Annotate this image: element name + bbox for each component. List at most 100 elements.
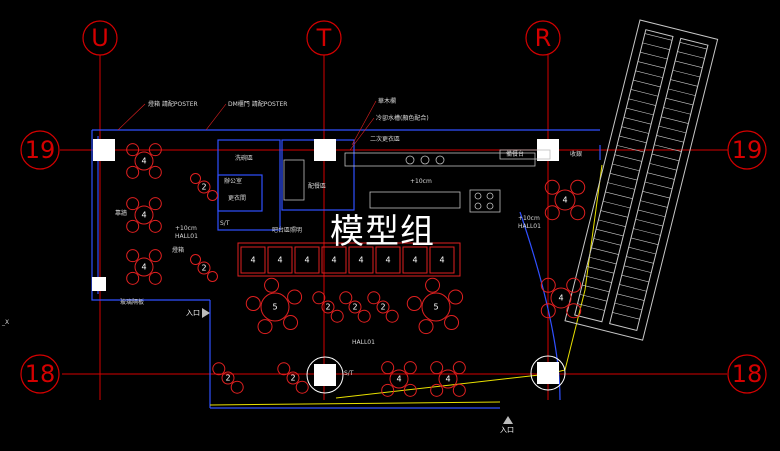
label-top-right-3: 二次更衣區 — [370, 135, 400, 143]
grid-label-19-right: 19 — [732, 136, 763, 164]
table-top — [286, 371, 300, 385]
booth-seat-number: 4 — [439, 256, 444, 265]
escalator-step — [612, 312, 640, 320]
leader-2 — [205, 103, 227, 131]
service-counter — [499, 149, 551, 160]
table-top — [134, 151, 154, 171]
escalator-step — [679, 41, 708, 50]
chair — [245, 296, 261, 312]
escalator-step — [663, 107, 691, 115]
table-round-right: 5 — [406, 277, 464, 335]
booth-seat — [240, 246, 266, 274]
grid-label-r: R — [535, 24, 552, 52]
chair — [148, 219, 162, 233]
label-x-marker: _X — [1, 319, 9, 326]
escalator-step — [651, 153, 680, 162]
grid-label-19-left: 19 — [25, 136, 56, 164]
columns — [92, 139, 559, 386]
prep-rack — [283, 159, 305, 201]
escalator-step — [644, 181, 673, 190]
escalator-step — [658, 125, 687, 134]
label-level-2: +10cm — [175, 225, 197, 232]
escalator-step — [677, 51, 705, 59]
escalator-step — [619, 135, 647, 144]
table-seat-number: 2 — [201, 183, 206, 192]
escalator-step — [596, 228, 624, 237]
label-top-left-1: 燈箱 請配POSTER — [148, 100, 198, 108]
table-seat-number: 2 — [290, 374, 295, 383]
grid-label-u: U — [91, 24, 109, 52]
kitchen-counter — [344, 152, 536, 167]
chair — [148, 165, 162, 179]
escalator-step — [630, 237, 659, 245]
column-u-mid — [92, 277, 106, 291]
bar-counter — [369, 191, 461, 209]
escalator-step — [637, 61, 666, 69]
escalator-step — [621, 274, 649, 283]
chair — [425, 277, 441, 293]
chair — [570, 179, 586, 195]
booth-seat-number: 4 — [331, 256, 336, 265]
booth-seat — [375, 246, 401, 274]
booth-seat — [321, 246, 347, 274]
table-mid-1: 2 — [312, 291, 344, 323]
table-top — [550, 287, 572, 309]
grid-bubble-19-right — [727, 130, 767, 170]
table-seat-number: 4 — [141, 157, 146, 166]
table-seat-number: 4 — [445, 375, 450, 384]
escalator-step — [640, 51, 668, 60]
chair — [148, 271, 162, 285]
grid-lines — [60, 55, 728, 400]
grid-bubble-19-left — [20, 130, 60, 170]
escalator-step — [626, 256, 654, 264]
escalator-lane-1 — [574, 29, 674, 323]
chair — [126, 143, 140, 157]
burner-2 — [486, 192, 494, 200]
table-top — [321, 300, 335, 314]
table-top — [389, 369, 409, 389]
chair — [190, 254, 202, 266]
column-u19 — [93, 139, 115, 161]
column-t18-ring — [306, 356, 344, 394]
escalator-step — [628, 98, 656, 106]
chair — [566, 303, 582, 319]
escalator-step — [619, 284, 647, 292]
table-seat-number: 2 — [352, 303, 357, 312]
chair — [277, 362, 291, 376]
leader-4 — [349, 117, 375, 151]
room-wash — [217, 139, 281, 231]
column-r18 — [537, 362, 559, 384]
booth-seat — [294, 246, 320, 274]
yellow-bottom — [209, 401, 501, 406]
booth-seat — [429, 246, 455, 274]
escalator-step — [589, 256, 617, 265]
label-hall-3: HALL01 — [352, 339, 375, 346]
escalator-step — [612, 163, 640, 172]
label-counter-1: 備餐台 — [506, 150, 524, 158]
table-bottom-3: 4 — [381, 361, 417, 397]
escalator-step — [635, 218, 663, 227]
label-hall-2: HALL01 — [518, 223, 541, 230]
chair — [206, 270, 218, 282]
grid-bubble-18-right — [727, 354, 767, 394]
escalator-step — [665, 97, 694, 106]
escalator-step — [633, 79, 661, 88]
watermark-text: 模型组 — [330, 212, 435, 252]
grid-bubble-18-left — [20, 354, 60, 394]
label-entrance-left: 入口 — [186, 309, 200, 317]
table-seat-number: 2 — [201, 264, 206, 273]
table-seat-number: 4 — [141, 211, 146, 220]
booth-seat-number: 4 — [304, 256, 309, 265]
escalator-step — [630, 89, 659, 97]
leader-1 — [117, 103, 146, 131]
chair — [357, 309, 371, 323]
label-left-1: 靠牆 — [115, 209, 127, 217]
escalator-step — [642, 42, 670, 50]
table-left-small-2: 2 — [190, 254, 218, 282]
table-bottom-4: 4 — [430, 361, 466, 397]
table-seat-number: 4 — [141, 263, 146, 272]
escalator-step — [593, 238, 622, 246]
escalator-step — [644, 33, 673, 41]
label-office: 辦公室 — [224, 177, 242, 185]
escalator-step — [605, 191, 633, 199]
